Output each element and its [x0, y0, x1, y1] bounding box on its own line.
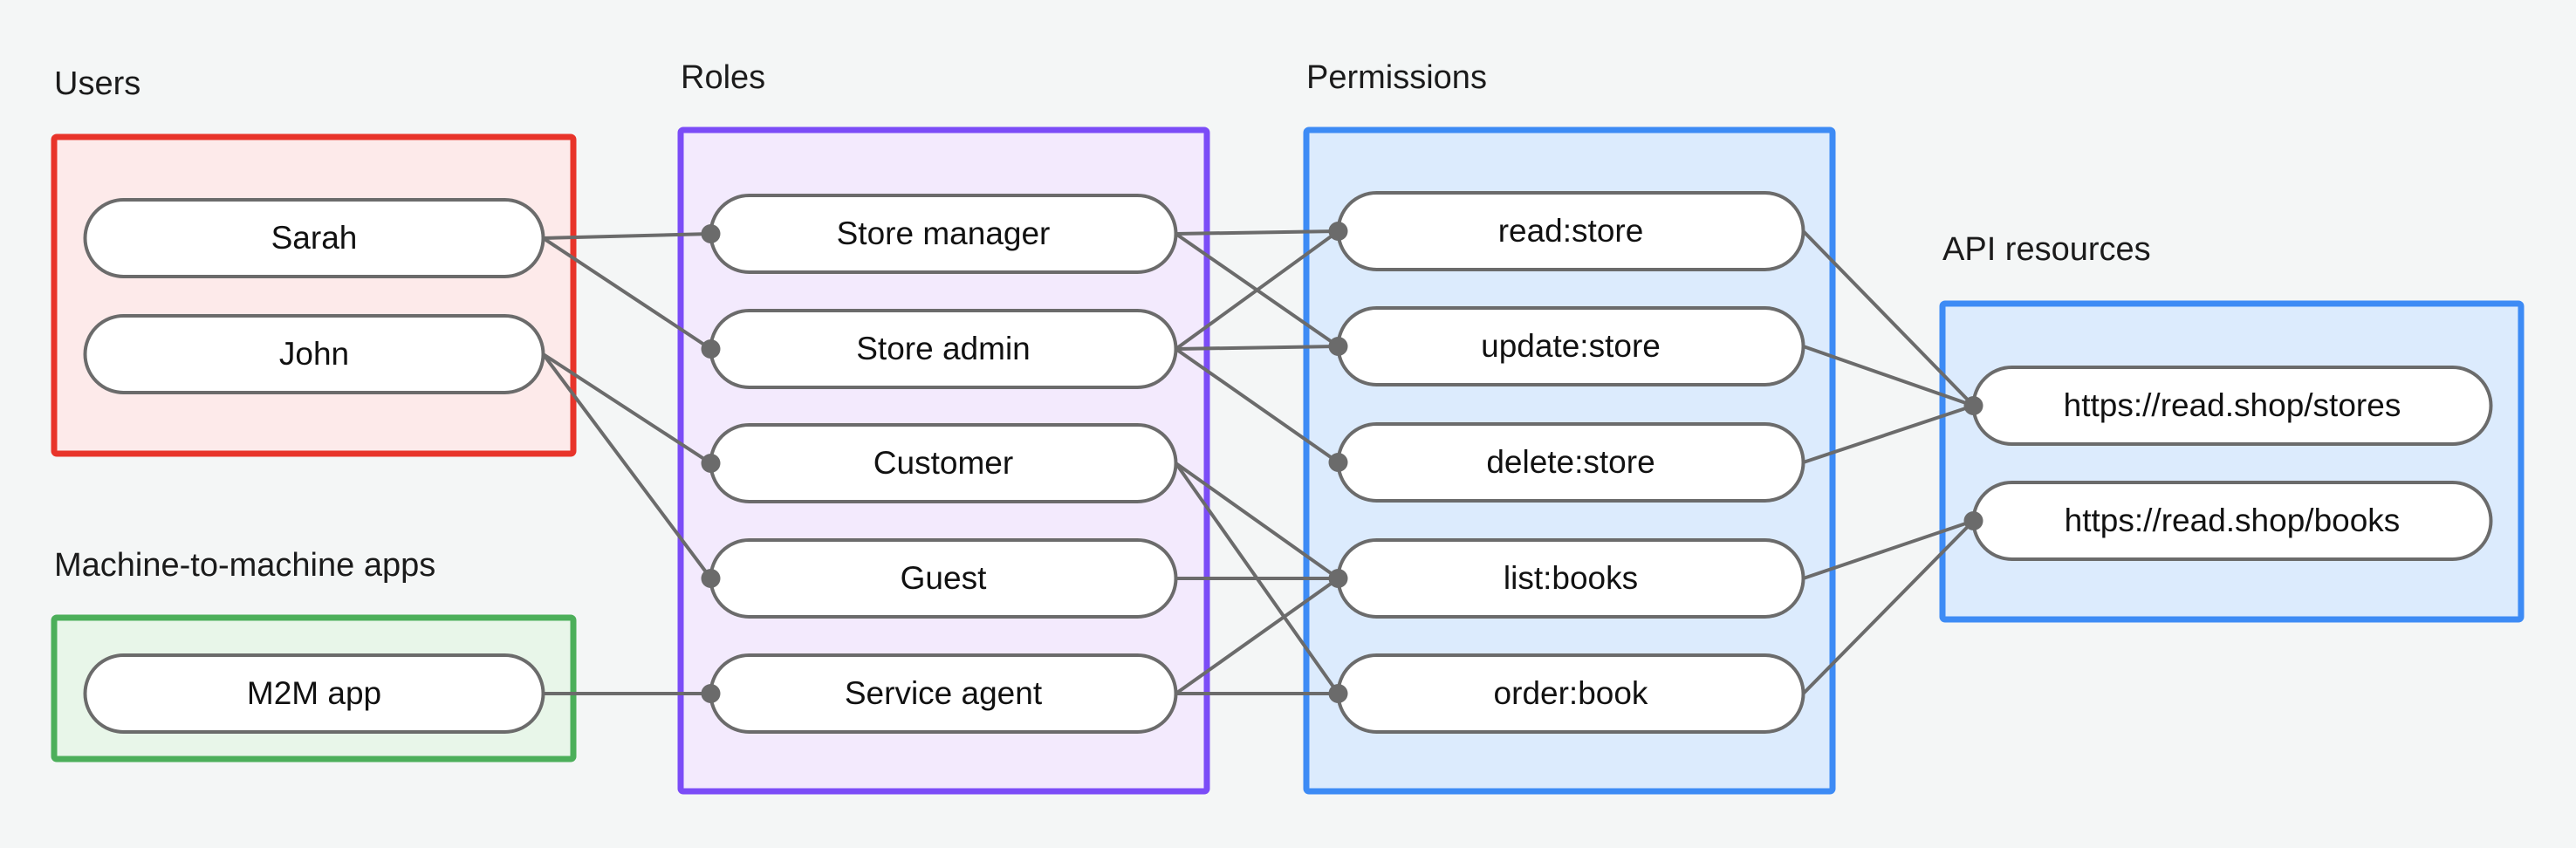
edge-endpoint-dot-guest	[701, 569, 721, 588]
edge-john-to-customer	[542, 352, 712, 465]
node-label-read-store: read:store	[1498, 213, 1644, 249]
node-label-store-manager: Store manager	[837, 215, 1051, 251]
edge-endpoints-layer	[701, 222, 1983, 703]
edge-delete-store-to-res-stores	[1802, 404, 1975, 464]
node-label-update-store: update:store	[1481, 328, 1661, 364]
edge-store-admin-to-delete-store	[1175, 347, 1339, 464]
node-m2mapp[interactable]	[83, 653, 545, 734]
group-title-m2m: Machine-to-machine apps	[54, 547, 435, 584]
node-label-sarah: Sarah	[271, 220, 358, 256]
edge-order-book-to-res-books	[1802, 519, 1975, 695]
group-container-users	[51, 133, 577, 457]
group-title-api-resources: API resources	[1942, 231, 2151, 268]
edge-john-to-guest	[541, 352, 713, 580]
edge-endpoint-dot-read-store	[1328, 222, 1348, 241]
group-container-api-resources	[1939, 300, 2525, 623]
edge-customer-to-list-books	[1175, 462, 1339, 580]
edge-list-books-to-res-books	[1802, 519, 1975, 580]
node-label-customer: Customer	[874, 445, 1013, 481]
edge-endpoint-dot-store-manager	[701, 224, 721, 243]
node-label-list-books: list:books	[1504, 560, 1638, 596]
edge-endpoint-dot-res-stores	[1963, 396, 1983, 415]
edge-endpoint-dot-delete-store	[1328, 453, 1348, 472]
node-label-order-book: order:book	[1494, 675, 1648, 711]
edges-layer	[541, 229, 1975, 695]
node-label-res-stores: https://read.shop/stores	[2064, 387, 2401, 423]
edge-endpoint-dot-customer	[701, 454, 721, 473]
node-label-delete-store: delete:store	[1486, 444, 1655, 480]
node-label-john: John	[279, 336, 349, 372]
group-title-roles: Roles	[681, 59, 765, 96]
edge-endpoint-dot-list-books	[1328, 569, 1348, 588]
node-label-guest: Guest	[901, 560, 987, 596]
edge-store-manager-to-read-store	[1175, 229, 1339, 236]
edge-service-agent-to-list-books	[1175, 577, 1339, 695]
node-label-service-agent: Service agent	[845, 675, 1043, 711]
group-title-permissions: Permissions	[1306, 59, 1487, 96]
node-john[interactable]	[83, 314, 545, 394]
edge-endpoint-dot-res-books	[1963, 511, 1983, 530]
group-title-users: Users	[54, 65, 140, 102]
edge-read-store-to-res-stores	[1802, 229, 1975, 407]
edge-endpoint-dot-update-store	[1328, 337, 1348, 356]
edge-store-admin-to-read-store	[1175, 229, 1339, 351]
edge-endpoint-dot-order-book	[1328, 684, 1348, 703]
edge-sarah-to-store-manager	[543, 232, 711, 240]
node-label-store-admin: Store admin	[856, 331, 1031, 366]
edge-endpoint-dot-service-agent	[701, 684, 721, 703]
edge-update-store-to-res-stores	[1802, 345, 1975, 407]
edge-endpoint-dot-store-admin	[701, 339, 721, 359]
node-sarah[interactable]	[83, 198, 545, 278]
node-label-m2mapp: M2M app	[247, 675, 381, 711]
edge-sarah-to-store-admin	[542, 236, 712, 351]
node-label-res-books: https://read.shop/books	[2065, 503, 2401, 538]
edge-store-admin-to-update-store	[1175, 345, 1339, 351]
